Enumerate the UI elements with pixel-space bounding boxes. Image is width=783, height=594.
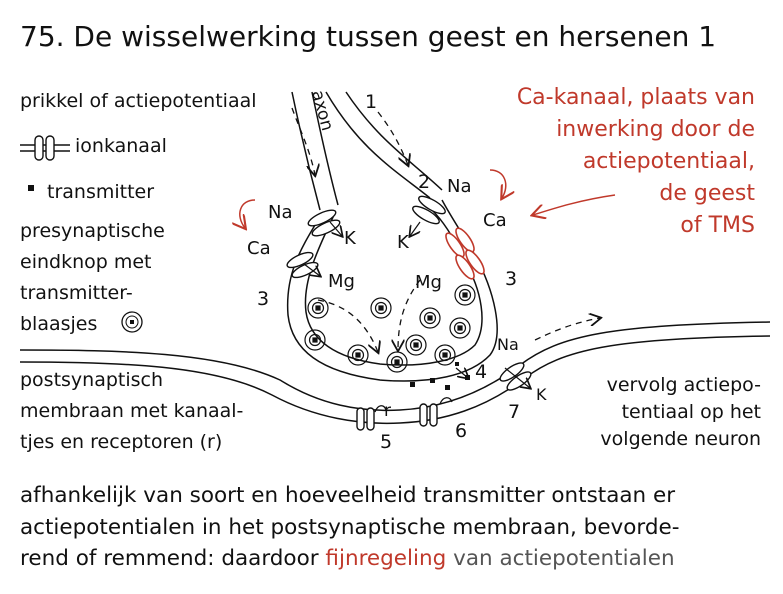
footer-line3-c: van actiepotentialen: [446, 546, 675, 572]
footer-highlight: fijnregeling: [325, 546, 447, 572]
label-7: 7: [508, 401, 520, 423]
legend-postsynaptic-line1: postsynaptisch: [20, 369, 164, 391]
label-mg-right: Mg: [415, 272, 442, 293]
legend-ion-channel-icon: [20, 135, 70, 161]
synapse-diagram: axon: [19, 88, 771, 453]
label-r: r: [384, 401, 391, 421]
released-transmitters: [410, 362, 470, 390]
legend-vesicle-icon: [121, 311, 143, 333]
ca-channel-note: Ca-kanaal, plaats van inwerking door de …: [517, 82, 755, 241]
label-k-left: K: [344, 228, 357, 249]
label-ca-left: Ca: [247, 238, 271, 259]
label-6: 6: [455, 420, 467, 442]
vesicle: [449, 317, 471, 339]
label-3-right: 3: [505, 268, 517, 290]
label-4: 4: [475, 361, 487, 383]
continuation-line3: volgende neuron: [600, 427, 761, 450]
label-ca-right: Ca: [483, 210, 507, 231]
ca-note-line4: de geest: [659, 180, 755, 206]
vesicle: [370, 297, 392, 319]
vesicle-fusing: [434, 344, 456, 366]
legend-transmitter-label: transmitter: [47, 181, 155, 203]
presynaptic-channel-right: [412, 195, 446, 225]
ca-note-line1: Ca-kanaal, plaats van: [516, 85, 755, 110]
vesicle: [454, 284, 476, 306]
legend-ion-channel-label: ionkanaal: [75, 135, 167, 157]
label-3-left: 3: [257, 288, 269, 310]
vesicle: [347, 344, 369, 366]
red-arrows: [240, 169, 616, 228]
continuation-line2: tentiaal op het: [621, 400, 761, 423]
receptor: [374, 397, 453, 413]
vesicle: [304, 329, 326, 351]
footer-line3: rend of remmend: daardoor fijnregeling v…: [20, 543, 680, 575]
legend-presynaptic-line4: blaasjes: [20, 313, 98, 335]
presynaptic-channel-na-k: [307, 209, 341, 237]
vesicle: [307, 297, 329, 319]
release-arrow: [455, 368, 468, 378]
legend-presynaptic-line3: transmitter-: [20, 282, 133, 304]
label-5: 5: [380, 431, 392, 453]
postsynaptic-membrane: [19, 321, 771, 425]
footer-line3-a: rend of remmend: daardoor: [20, 546, 326, 572]
footer-text: afhankelijk van soort en hoeveelheid tra…: [20, 480, 680, 575]
legend-postsynaptic-line3: tjes en receptoren (r): [20, 431, 223, 453]
legend-presynaptic-line1: presynaptische: [20, 220, 165, 242]
ca-note-line5: of TMS: [680, 212, 755, 238]
ca-channel-red: [445, 227, 485, 280]
label-na-left: Na: [268, 202, 293, 223]
continuation-line1: vervolg actiepo-: [606, 374, 761, 396]
label-na-right: Na: [447, 176, 472, 197]
vesicle: [386, 351, 408, 373]
axon-label: axon: [307, 88, 337, 133]
legend-stimulus-label: prikkel of actiepotentiaal: [20, 90, 257, 112]
ion-flow-arrows: [303, 221, 530, 388]
ca-note-line2: inwerking door de: [556, 116, 755, 142]
vesicle: [405, 334, 427, 356]
label-na-post: Na: [497, 335, 519, 354]
vesicles: [304, 284, 476, 373]
legend-postsynaptic-line2: membraan met kanaal-: [20, 400, 244, 422]
label-k-post: K: [536, 385, 547, 404]
legend-transmitter-icon: [28, 185, 34, 191]
label-1: 1: [365, 91, 377, 113]
ca-note-line3: actiepotentiaal,: [582, 148, 755, 174]
label-k-right: K: [397, 232, 410, 253]
continuation-note: vervolg actiepo- tentiaal op het volgend…: [600, 372, 761, 453]
label-2: 2: [418, 171, 430, 193]
legend-presynaptic-line2: eindknop met: [20, 251, 152, 273]
footer-line1: afhankelijk van soort en hoeveelheid tra…: [20, 483, 676, 508]
presynaptic-channel-ca: [286, 251, 319, 279]
page-title: 75. De wisselwerking tussen geest en her…: [20, 20, 717, 53]
post-channels: [356, 362, 532, 431]
action-potential-arrows: [291, 107, 600, 352]
vesicle: [419, 307, 441, 329]
label-mg-left: Mg: [328, 271, 355, 292]
footer-line2: actiepotentialen in het postsynaptische …: [20, 514, 680, 540]
